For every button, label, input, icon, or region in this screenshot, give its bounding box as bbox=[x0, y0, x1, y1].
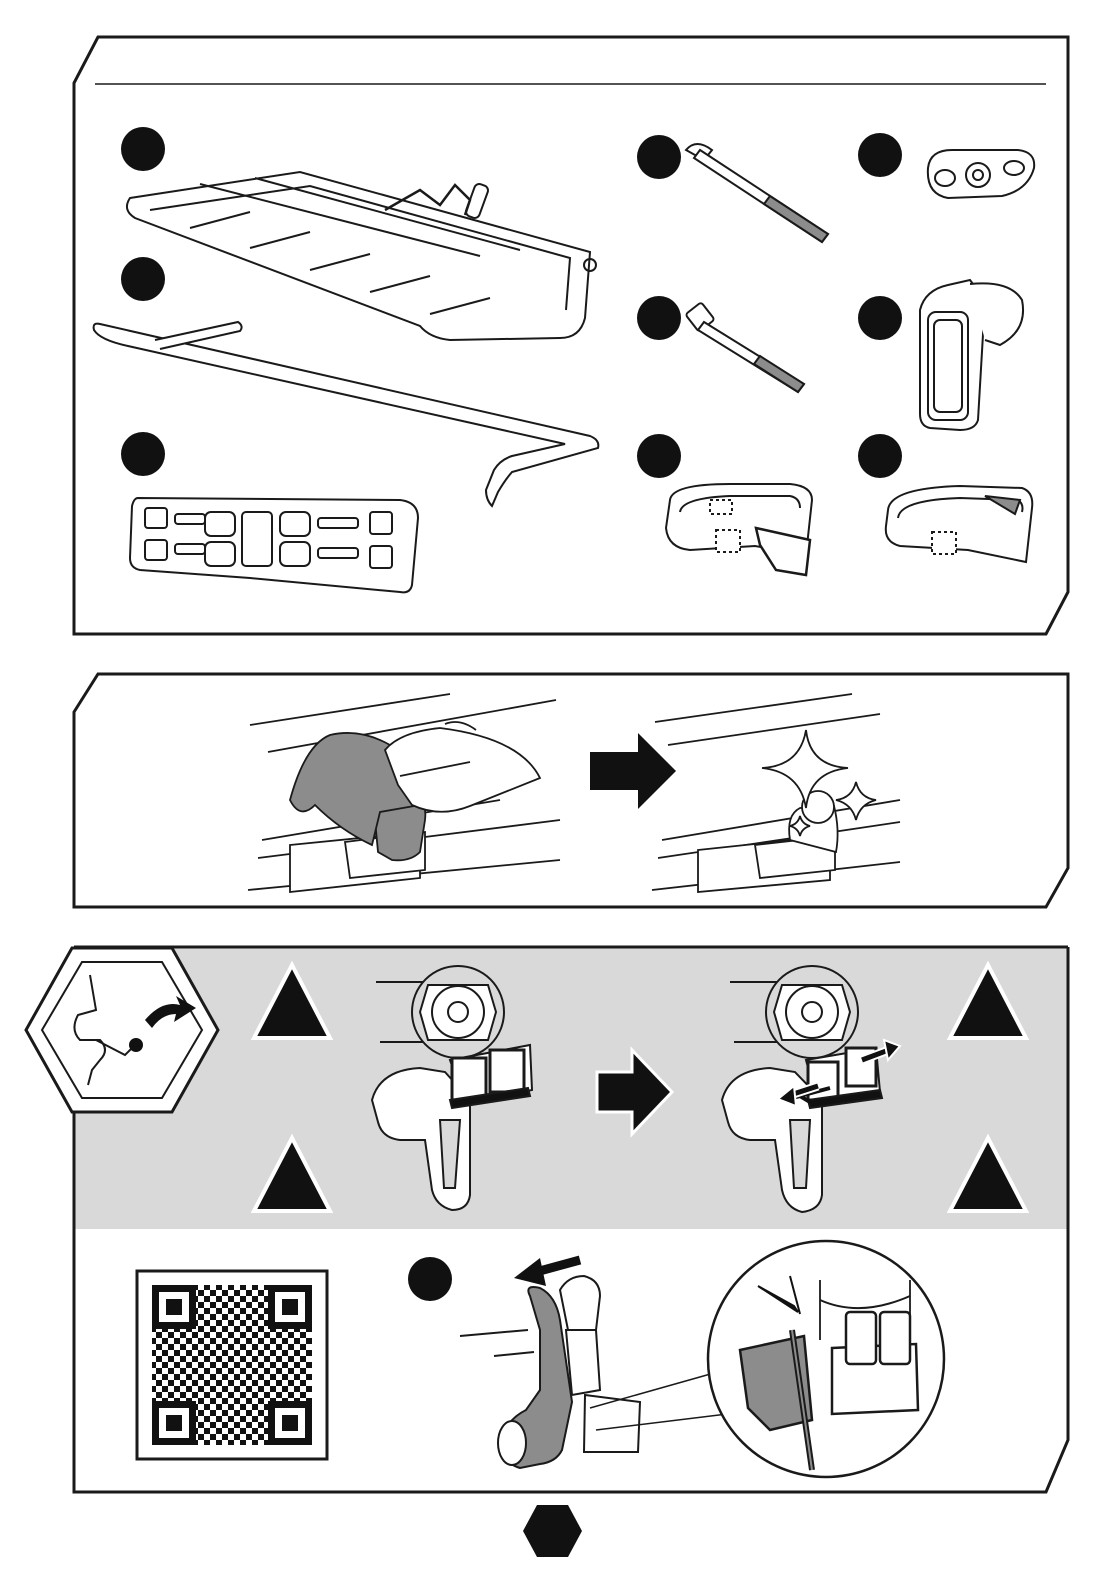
page-hexagon-icon bbox=[523, 1505, 582, 1557]
parts-list-panel bbox=[74, 37, 1068, 634]
qr-code-icon bbox=[137, 1271, 327, 1459]
part-marker-3 bbox=[121, 432, 165, 476]
part-marker-1 bbox=[121, 127, 165, 171]
part-marker-8 bbox=[637, 434, 681, 478]
part-marker-9 bbox=[858, 434, 902, 478]
detail-zoom-icon bbox=[708, 1241, 944, 1477]
release-panel bbox=[74, 947, 1068, 1229]
step-marker bbox=[408, 1257, 452, 1301]
part-marker-7 bbox=[858, 296, 902, 340]
part-marker-4 bbox=[637, 135, 681, 179]
part-marker-6 bbox=[637, 296, 681, 340]
cleaning-panel bbox=[74, 674, 1068, 907]
part-marker-5 bbox=[858, 133, 902, 177]
part-marker-2 bbox=[121, 257, 165, 301]
